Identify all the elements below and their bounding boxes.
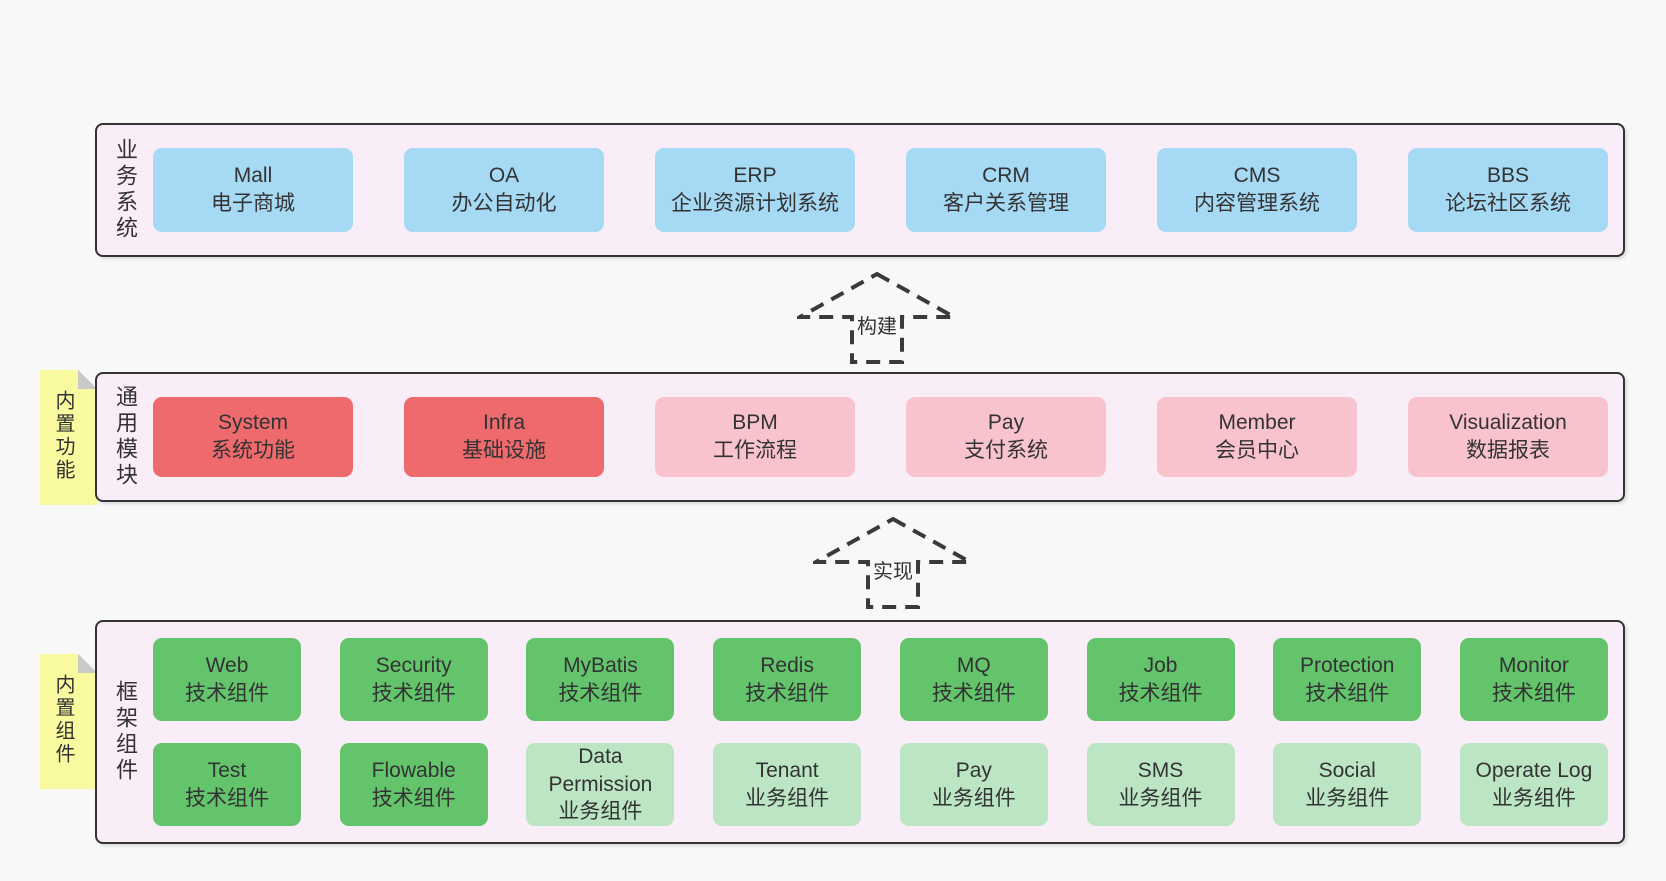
box-web: Web 技术组件 bbox=[153, 638, 301, 721]
box-visualization: Visualization 数据报表 bbox=[1408, 397, 1608, 477]
box-mq: MQ 技术组件 bbox=[899, 638, 1048, 721]
box-mybatis: MyBatis 技术组件 bbox=[526, 638, 675, 721]
tier-business-systems: 业务系统 Mall 电子商城 OA 办公自动化 ERP 企业资源计划系统 CRM… bbox=[95, 123, 1625, 257]
box-job: Job 技术组件 bbox=[1086, 638, 1235, 721]
box-monitor: Monitor 技术组件 bbox=[1459, 638, 1608, 721]
sticky-note-text: 内置组件 bbox=[52, 674, 74, 766]
box-redis: Redis 技术组件 bbox=[713, 638, 862, 721]
framework-components-boxes: Web 技术组件 Security 技术组件 MyBatis 技术组件 Redi… bbox=[153, 622, 1608, 842]
arrow-build: 构建 bbox=[797, 271, 957, 365]
common-modules-boxes: System 系统功能 Infra 基础设施 BPM 工作流程 Pay 支付系统… bbox=[153, 374, 1608, 500]
box-flowable: Flowable 技术组件 bbox=[339, 743, 488, 826]
box-social: Social 业务组件 bbox=[1273, 743, 1422, 826]
tier-common-modules: 通用模块 System 系统功能 Infra 基础设施 BPM 工作流程 Pay… bbox=[95, 372, 1625, 502]
arrow-implement-label: 实现 bbox=[870, 554, 916, 585]
tier-label-framework-components: 框架组件 bbox=[113, 680, 138, 784]
box-sms: SMS 业务组件 bbox=[1086, 743, 1235, 826]
box-cms: CMS 内容管理系统 bbox=[1157, 148, 1357, 232]
box-member: Member 会员中心 bbox=[1157, 397, 1357, 477]
box-oa: OA 办公自动化 bbox=[404, 148, 604, 232]
sticky-note-text: 内置功能 bbox=[52, 390, 74, 482]
tier-framework-components: 框架组件 Web 技术组件 Security 技术组件 MyBatis 技术组件… bbox=[95, 620, 1625, 844]
box-test: Test 技术组件 bbox=[153, 743, 301, 826]
up-arrow-icon bbox=[813, 516, 973, 609]
box-pay-business: Pay 业务组件 bbox=[899, 743, 1048, 826]
box-mall: Mall 电子商城 bbox=[153, 148, 353, 232]
arrow-build-label: 构建 bbox=[854, 309, 900, 340]
box-infra: Infra 基础设施 bbox=[404, 397, 604, 477]
arrow-implement: 实现 bbox=[813, 516, 973, 610]
box-erp: ERP 企业资源计划系统 bbox=[655, 148, 855, 232]
box-bpm: BPM 工作流程 bbox=[655, 397, 855, 477]
box-data-permission: Data Permission 业务组件 bbox=[526, 743, 675, 826]
box-bbs: BBS 论坛社区系统 bbox=[1408, 148, 1608, 232]
box-tenant: Tenant 业务组件 bbox=[713, 743, 862, 826]
box-pay: Pay 支付系统 bbox=[906, 397, 1106, 477]
tier-label-common-modules: 通用模块 bbox=[113, 385, 138, 489]
up-arrow-icon bbox=[797, 271, 957, 364]
box-security: Security 技术组件 bbox=[339, 638, 488, 721]
box-operate-log: Operate Log 业务组件 bbox=[1459, 743, 1608, 826]
tier-label-business-systems: 业务系统 bbox=[113, 138, 138, 242]
sticky-note-built-in-components: 内置组件 bbox=[40, 654, 97, 789]
box-system: System 系统功能 bbox=[153, 397, 353, 477]
box-protection: Protection 技术组件 bbox=[1273, 638, 1422, 721]
sticky-note-built-in-features: 内置功能 bbox=[40, 370, 97, 505]
business-systems-boxes: Mall 电子商城 OA 办公自动化 ERP 企业资源计划系统 CRM 客户关系… bbox=[153, 125, 1608, 255]
box-crm: CRM 客户关系管理 bbox=[906, 148, 1106, 232]
